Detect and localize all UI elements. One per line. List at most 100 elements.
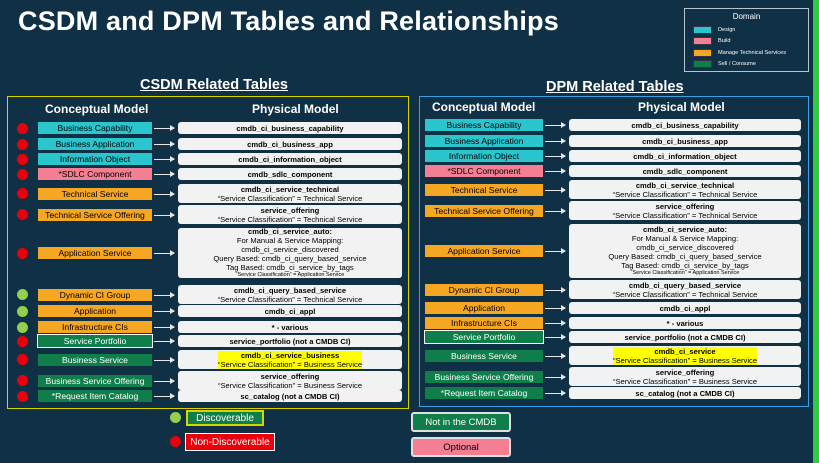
physical-table-name: cmdb_ci_query_based_service [628,280,742,290]
physical-table-detail: “Service Classification” = Application S… [235,272,345,278]
dpm-concept-business-service-offering: Business Service Offering [425,370,543,383]
legend-label: Manage Technical Services [718,49,786,56]
dpm-physical-business-capability: cmdb_ci_business_capability [569,119,801,131]
dpm-concept-information-object: Information Object [425,150,543,162]
legend-item-design: Design [685,24,808,36]
dpm-concept-technical-service: Technical Service [425,183,543,196]
physical-table-detail: Tag Based: cmdb_ci_service_by_tags [621,261,749,271]
physical-table-name: cmdb_ci_service_auto: [643,225,727,235]
csdm-physical-business-application: cmdb_ci_business_app [178,138,402,150]
dpm-panel [419,96,809,407]
csdm-concept-application: Application [38,305,152,317]
dpm-physical-service-portfolio: service_portfolio (not a CMDB CI) [569,331,801,343]
dpm-concept-sdlc-component: *SDLC Component [425,165,543,177]
dpm-connector-arrow [545,153,566,159]
csdm-conceptual-header: Conceptual Model [45,102,149,116]
csdm-concept-service-portfolio: Service Portfolio [37,334,153,348]
dpm-physical-business-application: cmdb_ci_business_app [569,135,801,147]
csdm-physical-technical-service: cmdb_ci_service_technical“Service Classi… [178,184,402,203]
physical-table-detail: Tag Based: cmdb_ci_service_by_tags [226,263,354,273]
dpm-section-title: DPM Related Tables [546,79,684,95]
dpm-connector-arrow [545,352,566,359]
dpm-physical-technical-service: cmdb_ci_service_technical“Service Classi… [569,180,801,199]
physical-table-name: cmdb_ci_information_object [238,154,342,164]
legend-swatch [693,48,712,57]
csdm-connector-arrow [154,125,175,131]
dpm-connector-arrow [545,138,566,144]
physical-table-detail: “Service Classification” = Technical Ser… [612,189,758,199]
csdm-connector-arrow [154,171,175,177]
csdm-concept-business-capability: Business Capability [38,122,152,134]
csdm-connector-arrow [154,291,175,298]
legend-swatch [693,37,712,46]
physical-table-name: service_portfolio (not a CMDB CI) [624,332,746,342]
discoverable-indicator [17,289,28,300]
dpm-physical-information-object: cmdb_ci_information_object [569,150,801,162]
csdm-connector-arrow [154,250,175,256]
csdm-connector-arrow [154,356,175,363]
legend-item-build: Build [685,36,808,48]
physical-table-name: cmdb_ci_business_capability [236,123,344,133]
physical-table-name: cmdb_sdlc_component [642,166,728,176]
physical-table-name: sc_catalog (not a CMDB CI) [240,391,340,401]
non-discoverable-indicator [17,153,28,165]
physical-table-name: * - various [666,318,704,328]
discoverable-indicator [17,305,28,317]
csdm-physical-business-service-offering: service_offering“Service Classification”… [178,371,402,390]
domain-legend: Domain Design Build Manage Technical Ser… [684,8,809,72]
physical-table-detail: “Service Classification” = Business Serv… [612,376,758,386]
dpm-physical-request-item-catalog: sc_catalog (not a CMDB CI) [569,387,801,399]
non-discoverable-indicator [17,188,28,199]
csdm-connector-arrow [154,190,175,197]
right-edge-strip [813,0,819,463]
csdm-physical-service-portfolio: service_portfolio (not a CMDB CI) [178,335,402,347]
dpm-physical-dynamic-ci-group: cmdb_ci_query_based_service“Service Clas… [569,280,801,299]
dpm-concept-business-capability: Business Capability [425,119,543,131]
csdm-connector-arrow [154,393,175,399]
physical-table-detail: “Service Classification” = Business Serv… [612,355,758,365]
dpm-concept-dynamic-ci-group: Dynamic CI Group [425,283,543,296]
csdm-concept-request-item-catalog: *Request Item Catalog [38,390,152,402]
non-discoverable-indicator [17,390,28,402]
optional-key: Optional [411,437,511,457]
physical-table-name: service_offering [655,201,715,211]
non-discoverable-key: Non-Discoverable [185,433,275,451]
dpm-connector-arrow [545,207,566,214]
physical-table-name: cmdb_ci_business_capability [631,120,739,130]
legend-label: Build [718,38,731,45]
highlight-mark: cmdb_ci_service_business“Service Classif… [217,350,363,369]
dpm-connector-arrow [545,334,566,340]
physical-table-detail: “Service Classification” = Business Serv… [217,359,363,369]
physical-table-detail: “Service Classification” = Technical Ser… [612,289,758,299]
physical-table-name: cmdb_ci_business_app [247,139,333,149]
legend-label: Sell / Consume [718,61,756,68]
csdm-concept-sdlc-component: *SDLC Component [38,168,152,180]
dpm-connector-arrow [545,373,566,380]
csdm-physical-application: cmdb_ci_appl [178,305,402,317]
dpm-physical-sdlc-component: cmdb_sdlc_component [569,165,801,177]
csdm-physical-sdlc-component: cmdb_sdlc_component [178,168,402,180]
physical-table-name: cmdb_ci_service_auto: [248,228,332,237]
csdm-concept-technical-service-offering: Technical Service Offering [38,208,152,221]
not-in-cmdb-key: Not in the CMDB [411,412,511,432]
dpm-concept-technical-service-offering: Technical Service Offering [425,204,543,217]
csdm-connector-arrow [154,141,175,147]
physical-table-detail: Query Based: cmdb_ci_query_based_service [608,252,762,262]
dpm-conceptual-header: Conceptual Model [432,100,536,114]
physical-table-detail: “Service Classification” = Application S… [630,270,740,277]
dpm-concept-request-item-catalog: *Request Item Catalog [425,387,543,399]
csdm-connector-arrow [154,156,175,162]
dpm-connector-arrow [545,122,566,128]
dpm-connector-arrow [545,248,566,254]
physical-table-name: cmdb_ci_appl [264,306,316,316]
dpm-physical-business-service: cmdb_ci_service“Service Classification” … [569,346,801,365]
dpm-concept-service-portfolio: Service Portfolio [424,330,544,344]
dpm-connector-arrow [545,168,566,174]
physical-table-detail: “Service Classification” = Technical Ser… [217,294,363,304]
non-discoverable-indicator [17,335,28,347]
legend-item-sell: Sell / Consume [685,59,808,71]
physical-table-name: cmdb_ci_service_technical [635,180,735,190]
csdm-physical-technical-service-offering: service_offering“Service Classification”… [178,205,402,224]
dpm-connector-arrow [545,390,566,396]
physical-table-name: service_offering [260,371,320,381]
